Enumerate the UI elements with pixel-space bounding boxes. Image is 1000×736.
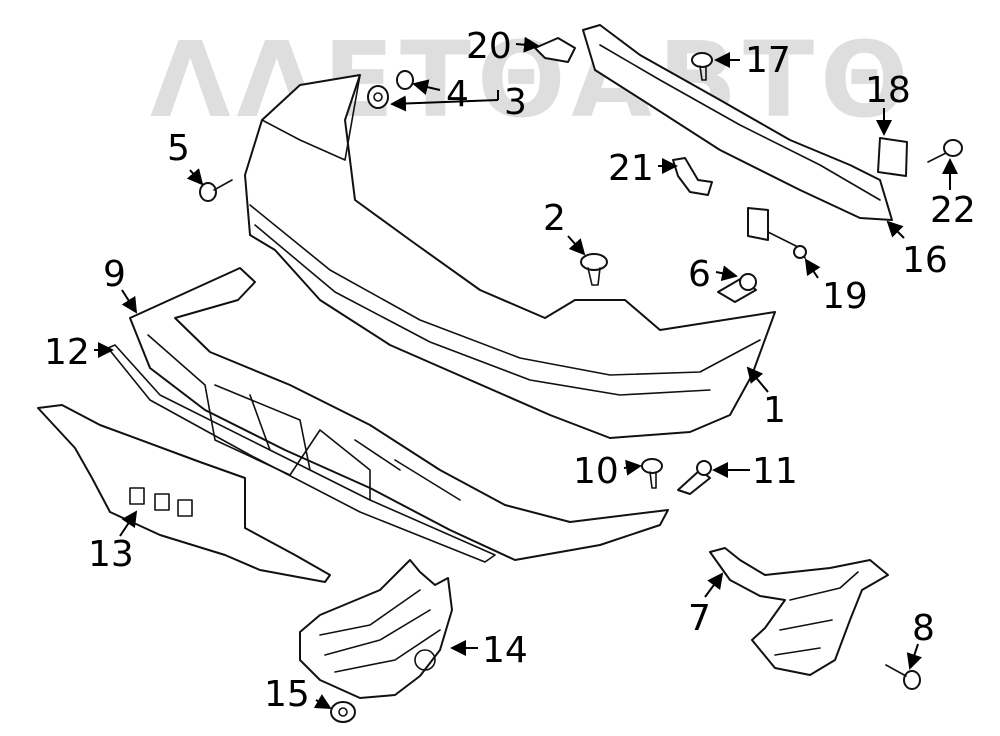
screw-6-part [717, 273, 757, 303]
nut-15-part [330, 701, 356, 723]
callout-19: 19 [822, 276, 868, 317]
callout-2: 2 [543, 198, 566, 239]
bumper-cover-part [244, 74, 776, 439]
callout-3: 3 [504, 82, 527, 123]
callout-6: 6 [688, 254, 711, 295]
bolt-22-part [927, 139, 963, 163]
callout-7: 7 [688, 598, 711, 639]
callout-14: 14 [482, 630, 528, 671]
callout-10: 10 [573, 451, 619, 492]
callout-12: 12 [44, 332, 90, 373]
bracket-21-part [672, 157, 713, 196]
side-bracket-part [709, 547, 889, 676]
callout-9: 9 [103, 254, 126, 295]
callout-21: 21 [608, 148, 654, 189]
callout-22: 22 [930, 190, 976, 231]
callout-16: 16 [902, 240, 948, 281]
clip-2-part [580, 253, 608, 286]
clip-17-part [691, 52, 713, 81]
grommet-3-part [367, 85, 389, 109]
splash-shield-part [299, 559, 453, 699]
leader-lines [94, 36, 958, 709]
trim-strip-part [107, 344, 496, 563]
callout-1: 1 [763, 390, 786, 431]
screw-11-part [677, 460, 712, 495]
callout-5: 5 [167, 128, 190, 169]
bolt-8-part [885, 664, 921, 690]
energy-absorber-part [582, 24, 893, 221]
pad-part [877, 137, 908, 177]
diffuser-panel-part [37, 404, 331, 583]
clip-10-part [641, 458, 663, 489]
callout-13: 13 [88, 534, 134, 575]
bracket-20-part [534, 37, 576, 63]
callout-17: 17 [745, 40, 791, 81]
callout-20: 20 [466, 26, 512, 67]
callout-4: 4 [446, 74, 469, 115]
callout-15: 15 [264, 674, 310, 715]
clip-part [747, 207, 807, 259]
callout-11: 11 [752, 451, 798, 492]
callout-18: 18 [865, 70, 911, 111]
grommet-4-part [396, 70, 414, 90]
callout-8: 8 [912, 608, 935, 649]
bolt-5-part [199, 179, 233, 202]
